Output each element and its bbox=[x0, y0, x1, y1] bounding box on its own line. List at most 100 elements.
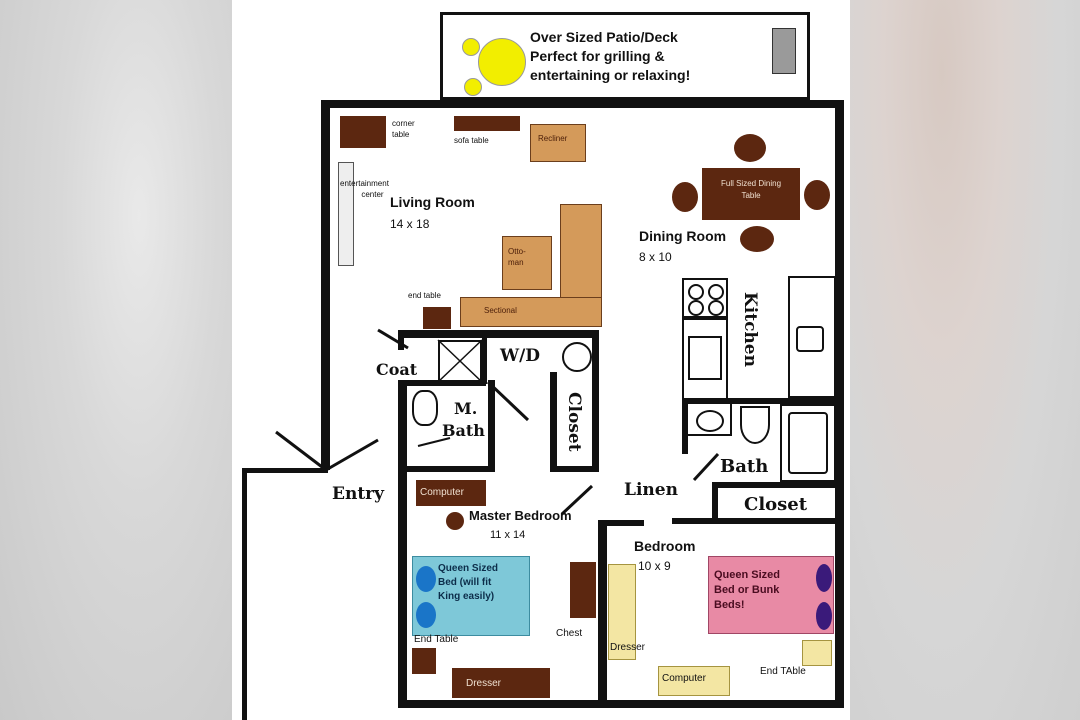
dining-table-label: Full Sized Dining Table bbox=[706, 178, 796, 202]
queen-bed-bedroom-label-line1: Queen Sized bbox=[714, 569, 781, 581]
master-closet-name: Closet bbox=[564, 392, 584, 452]
dining-room-dims: 8 x 10 bbox=[639, 250, 672, 264]
wall-hall-closet-bottom bbox=[672, 518, 842, 524]
wall-hall-closet-top bbox=[712, 482, 842, 488]
bath-toilet bbox=[740, 406, 770, 444]
corner-table-label-line2: table bbox=[392, 130, 410, 139]
entry-name: Entry bbox=[332, 484, 385, 504]
floor-plan: Over Sized Patio/Deck Perfect for grilli… bbox=[232, 0, 850, 720]
sectional-horizontal bbox=[460, 297, 602, 327]
computer-desk-bedroom bbox=[658, 666, 730, 696]
ottoman-label-line1: Otto- bbox=[508, 247, 526, 256]
patio-table-circle bbox=[478, 38, 526, 86]
pillow-icon bbox=[816, 602, 832, 630]
computer-desk-master bbox=[416, 480, 486, 506]
outer-wall-bottom bbox=[398, 700, 844, 708]
dining-table bbox=[702, 168, 800, 220]
entertainment-center-label-line2: center bbox=[361, 190, 384, 199]
queen-bed-master-label-line3: King easily) bbox=[438, 591, 495, 602]
pillow-icon bbox=[416, 602, 436, 628]
master-chair bbox=[446, 512, 464, 530]
sofa-table-label: sofa table bbox=[454, 136, 489, 145]
wall-closet-left bbox=[550, 372, 557, 472]
wall-closet-bottom bbox=[550, 466, 599, 472]
dresser-master bbox=[452, 668, 550, 698]
patio-label-line3: entertaining or relaxing! bbox=[530, 67, 691, 83]
entry-wall-vertical bbox=[242, 468, 247, 720]
wall-mbath-bottom bbox=[402, 466, 495, 472]
wall-bedroom-top bbox=[598, 520, 644, 526]
recliner bbox=[530, 124, 586, 162]
wall-bedroom-left bbox=[598, 520, 607, 708]
dining-table-label-line2: Table bbox=[741, 191, 761, 200]
hall-closet-name: Closet bbox=[744, 494, 808, 515]
dining-chair bbox=[672, 182, 698, 212]
dresser-bedroom-label: Dresser bbox=[610, 642, 646, 653]
left-blur-background bbox=[0, 0, 232, 720]
computer-desk-master-label: Computer bbox=[420, 487, 464, 498]
coat-closet-name: Coat bbox=[376, 360, 418, 379]
end-table-master bbox=[412, 648, 436, 674]
patio-label-line1: Over Sized Patio/Deck bbox=[530, 29, 678, 45]
dryer-icon bbox=[562, 342, 592, 372]
mbath-toilet bbox=[412, 390, 438, 426]
chest bbox=[570, 562, 596, 618]
queen-bed-master-label-line2: Bed (will fit bbox=[438, 577, 492, 588]
outer-wall-right bbox=[835, 100, 844, 708]
sectional-vertical bbox=[560, 204, 602, 300]
ottoman-label-line2: man bbox=[508, 258, 524, 267]
queen-bed-bedroom-label-line2: Bed or Bunk bbox=[714, 584, 780, 596]
dining-table-label-line1: Full Sized Dining bbox=[720, 179, 782, 188]
outer-wall-top bbox=[321, 100, 842, 108]
bedroom-dims: 10 x 9 bbox=[638, 559, 671, 573]
right-blur-background bbox=[850, 0, 1080, 720]
wall-kitchen-divider bbox=[682, 398, 842, 404]
stove-burner-icon bbox=[708, 300, 724, 316]
living-room-dims: 14 x 18 bbox=[390, 217, 430, 231]
wall-wd-right bbox=[592, 330, 599, 470]
master-bedroom-dims: 11 x 14 bbox=[490, 529, 526, 541]
dining-room-name: Dining Room bbox=[639, 228, 727, 244]
corner-table bbox=[340, 116, 386, 148]
ottoman bbox=[502, 236, 552, 290]
living-room-name: Living Room bbox=[390, 194, 475, 210]
pillow-icon bbox=[416, 566, 436, 592]
dresser-bedroom bbox=[608, 564, 636, 660]
end-table-bedroom bbox=[802, 640, 832, 666]
mbath-label: M. Bath bbox=[442, 398, 485, 442]
master-bedroom-name: Master Bedroom bbox=[469, 508, 572, 523]
bath-name: Bath bbox=[720, 456, 769, 477]
recliner-label: Recliner bbox=[538, 134, 568, 143]
mbath-label-line1: M. bbox=[454, 399, 478, 418]
dining-chair bbox=[734, 134, 766, 162]
entertainment-center-label-line1: entertainment bbox=[340, 179, 389, 188]
bath-tub-inner bbox=[788, 412, 828, 474]
queen-bed-bedroom-label-line3: Beds! bbox=[714, 599, 745, 611]
queen-bed-master-label: Queen Sized Bed (will fit King easily) bbox=[438, 562, 498, 604]
dining-chair bbox=[804, 180, 830, 210]
sectional-label: Sectional bbox=[484, 306, 517, 315]
entertainment-center-label: entertainment center bbox=[340, 178, 389, 200]
entry-wall-horizontal bbox=[242, 468, 328, 473]
patio-chair-circle bbox=[464, 78, 482, 96]
end-table-living bbox=[423, 307, 451, 329]
patio-label-line2: Perfect for grilling & bbox=[530, 48, 665, 64]
chest-label: Chest bbox=[556, 628, 583, 639]
bedroom-name: Bedroom bbox=[634, 538, 696, 554]
patio-grill bbox=[772, 28, 796, 74]
wall-mbath-right bbox=[488, 380, 495, 472]
ottoman-label: Otto- man bbox=[508, 246, 526, 268]
end-table-master-label: End Table bbox=[414, 634, 459, 645]
computer-desk-bedroom-label: Computer bbox=[662, 673, 706, 684]
dresser-master-label: Dresser bbox=[466, 678, 502, 689]
wall-mbath-mid bbox=[398, 380, 486, 386]
kitchen-name: Kitchen bbox=[740, 292, 760, 367]
queen-bed-bedroom-label: Queen Sized Bed or Bunk Beds! bbox=[714, 568, 780, 613]
end-table-living-label: end table bbox=[408, 291, 441, 300]
washer-dryer-name: W/D bbox=[500, 346, 541, 366]
patio-label: Over Sized Patio/Deck Perfect for grilli… bbox=[530, 28, 690, 85]
pillow-icon bbox=[816, 564, 832, 592]
patio-chair-circle bbox=[462, 38, 480, 56]
wall-master-left bbox=[398, 380, 407, 708]
bath-sink-icon bbox=[696, 410, 724, 432]
